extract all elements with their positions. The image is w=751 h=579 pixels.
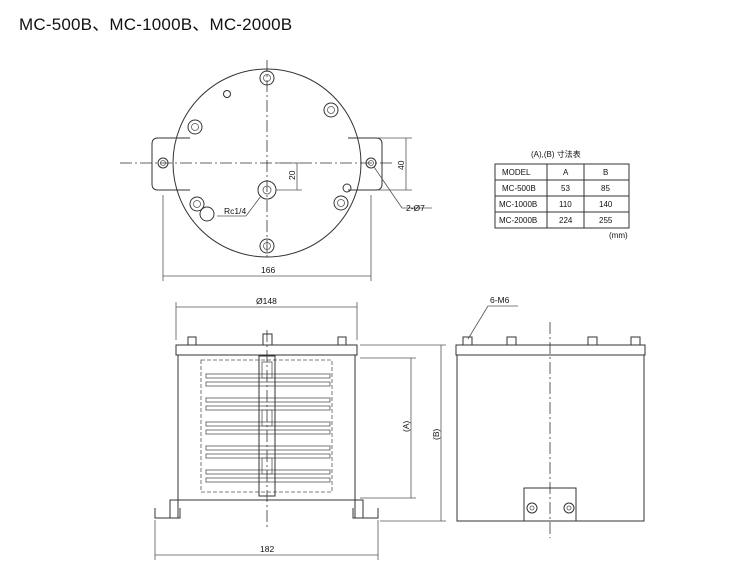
bolt-top — [259, 70, 275, 86]
bracket-bolt-left — [526, 502, 538, 514]
table-cell-a: 224 — [559, 216, 573, 225]
table-cell-model: MC-1000B — [499, 200, 537, 209]
table-header-model: MODEL — [502, 168, 531, 177]
dim-dia148-label: Ø148 — [256, 296, 277, 306]
dim-b-label: (B) — [431, 429, 441, 441]
tap-leader — [467, 305, 489, 340]
port-label: Rc1/4 — [224, 206, 246, 216]
hole-label: 2-Ø7 — [406, 203, 425, 213]
bolt-bottom — [259, 238, 275, 254]
port-leader — [245, 195, 262, 217]
page-title: MC-500B、MC-1000B、MC-2000B — [19, 15, 293, 34]
small-hole-1 — [223, 90, 231, 98]
table-header-a: A — [563, 168, 569, 177]
table-cell-a: 53 — [561, 184, 570, 193]
bolt-lower-right — [333, 195, 349, 211]
table-cell-b: 85 — [601, 184, 610, 193]
flange-hole-left — [157, 157, 169, 169]
front-top-plate — [175, 344, 358, 356]
dim-40-label: 40 — [396, 160, 406, 170]
dim-182-label: 182 — [260, 544, 274, 554]
table-cell-model: MC-2000B — [499, 216, 537, 225]
dimension-table: (A),(B) 寸法表 MODEL A B MC-500B 53 85 MC-1… — [494, 149, 630, 240]
side-view: 6-M6 — [455, 295, 646, 538]
dim-20-label: 20 — [287, 170, 297, 180]
hole-leader — [373, 166, 403, 209]
table-cell-b: 255 — [599, 216, 613, 225]
front-body — [177, 354, 356, 501]
bracket-bolt-right — [563, 502, 575, 514]
dim-166-label: 166 — [261, 265, 275, 275]
table-cell-a: 110 — [559, 200, 572, 209]
bolt-upper-right — [323, 102, 339, 118]
dim-a-label: (A) — [401, 421, 411, 433]
front-view: Ø148 — [154, 296, 446, 560]
small-hole-2 — [342, 183, 352, 193]
bolt-lower-left — [189, 196, 205, 212]
table-cell-b: 140 — [599, 200, 613, 209]
top-view: 20 40 2-Ø7 Rc1/4 166 — [120, 60, 432, 281]
front-base-flange — [154, 508, 379, 519]
small-hole-3 — [199, 206, 215, 222]
cooling-fins — [205, 373, 331, 483]
side-bracket — [523, 487, 577, 522]
table-unit: (mm) — [609, 231, 628, 240]
table-cell-model: MC-500B — [502, 184, 536, 193]
side-body — [456, 354, 645, 522]
bolt-upper-left — [187, 119, 203, 135]
tap-label: 6-M6 — [490, 295, 510, 305]
side-top-plate — [455, 344, 646, 356]
flange-hole-right — [365, 157, 377, 169]
table-header-b: B — [603, 168, 608, 177]
table-title: (A),(B) 寸法表 — [531, 149, 581, 159]
